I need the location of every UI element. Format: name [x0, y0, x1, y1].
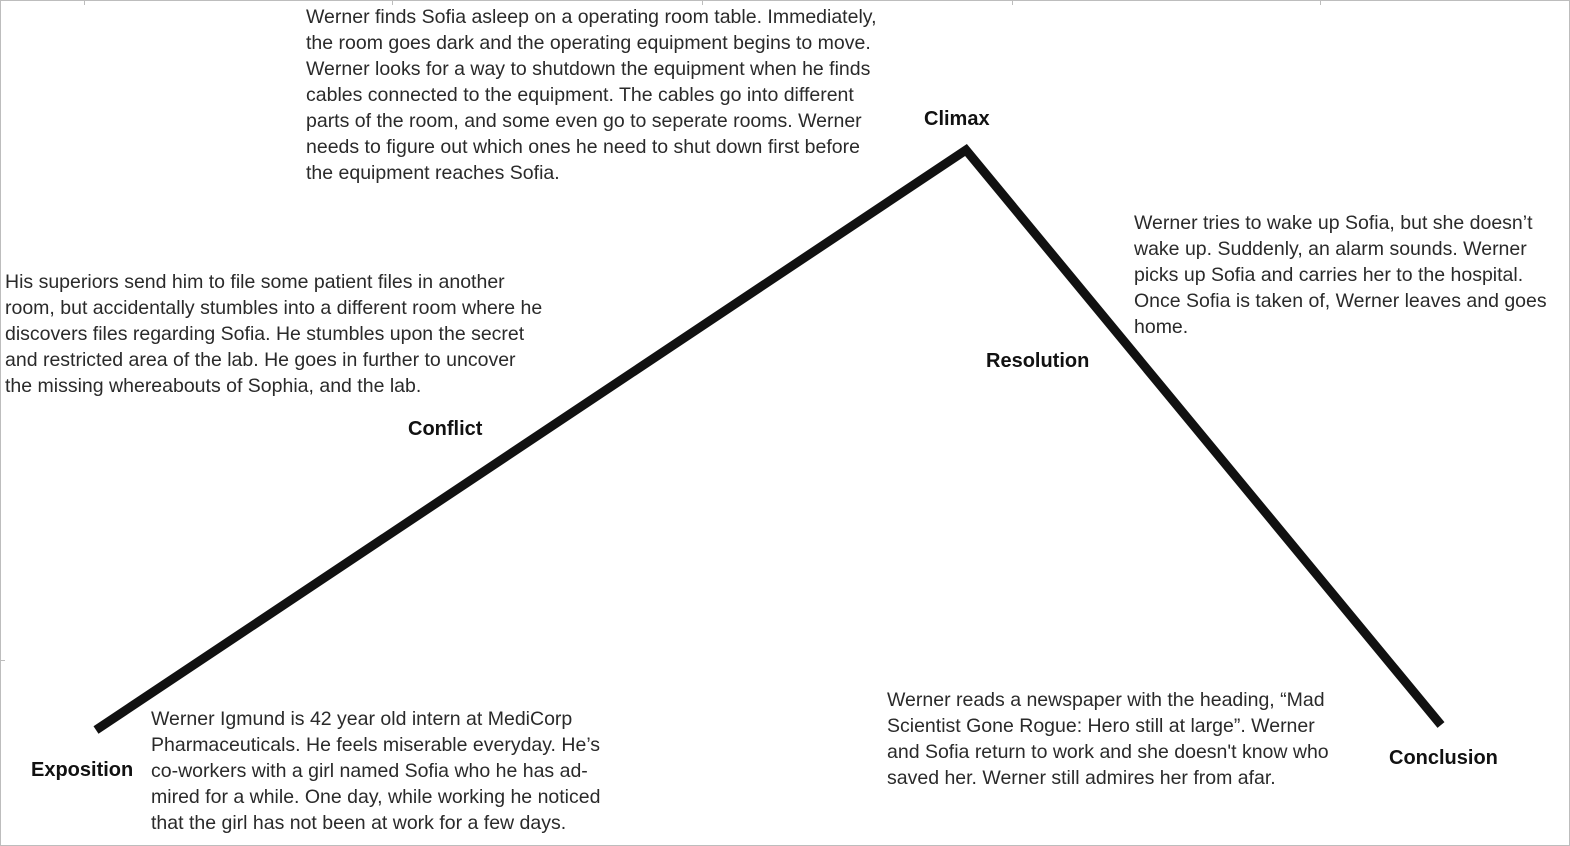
exposition-label: Exposition	[31, 759, 134, 781]
conclusion-label: Conclusion	[1389, 747, 1498, 769]
text-line: wake up. Suddenly, an alarm sounds. Wern…	[1134, 238, 1527, 260]
border-tick	[392, 0, 393, 5]
text-line: Once Sofia is taken of, Werner leaves an…	[1134, 290, 1547, 312]
text-line: and Sofia return to work and she doesn't…	[887, 741, 1329, 763]
conflict-label: Conflict	[408, 418, 483, 440]
border-tick	[702, 0, 703, 5]
conclusion-description: Werner reads a newspaper with the headin…	[887, 687, 1329, 791]
text-line: Scientist Gone Rogue: Hero still at larg…	[887, 715, 1315, 737]
text-line: the room goes dark and the operating equ…	[306, 32, 871, 54]
text-line: cables connected to the equipment. The c…	[306, 84, 854, 106]
resolution-label: Resolution	[986, 350, 1090, 372]
text-line: Pharmaceuticals. He feels miserable ever…	[151, 734, 601, 756]
text-line: discovers files regarding Sofia. He stum…	[5, 323, 525, 345]
text-line: and restricted area of the lab. He goes …	[5, 349, 516, 371]
text-line: home.	[1134, 316, 1189, 338]
text-line: Werner reads a newspaper with the headin…	[887, 689, 1325, 711]
text-line: His superiors send him to file some pati…	[5, 271, 505, 293]
resolution-description: Werner tries to wake up Sofia, but she d…	[1134, 210, 1547, 340]
text-line: co-workers with a girl named Sofia who h…	[151, 760, 588, 782]
text-line: Werner finds Sofia asleep on a operating…	[306, 6, 877, 28]
exposition-description: Werner Igmund is 42 year old intern at M…	[151, 706, 600, 836]
border-tick	[1012, 0, 1013, 5]
plot-arc-line	[93, 144, 1445, 734]
border-tick	[1320, 0, 1321, 5]
border-tick	[0, 660, 5, 661]
text-line: parts of the room, and some even go to s…	[306, 110, 862, 132]
text-line: needs to figure out which ones he need t…	[306, 136, 860, 158]
text-line: that the girl has not been at work for a…	[151, 812, 567, 834]
text-line: Werner looks for a way to shutdown the e…	[306, 58, 871, 80]
text-line: room, but accidentally stumbles into a d…	[5, 297, 543, 319]
text-line: Werner Igmund is 42 year old intern at M…	[151, 708, 573, 730]
border-tick	[84, 0, 85, 5]
text-line: mired for a while. One day, while workin…	[151, 786, 601, 808]
text-line: saved her. Werner still admires her from…	[887, 767, 1276, 789]
text-line: Werner tries to wake up Sofia, but she d…	[1134, 212, 1533, 234]
climax-label: Climax	[924, 108, 990, 130]
text-line: picks up Sofia and carries her to the ho…	[1134, 264, 1524, 286]
text-line: the missing whereabouts of Sophia, and t…	[5, 375, 422, 397]
text-line: the equipment reaches Sofia.	[306, 162, 560, 184]
conflict-description: His superiors send him to file some pati…	[5, 269, 542, 399]
climax-description: Werner finds Sofia asleep on a operating…	[306, 4, 877, 186]
